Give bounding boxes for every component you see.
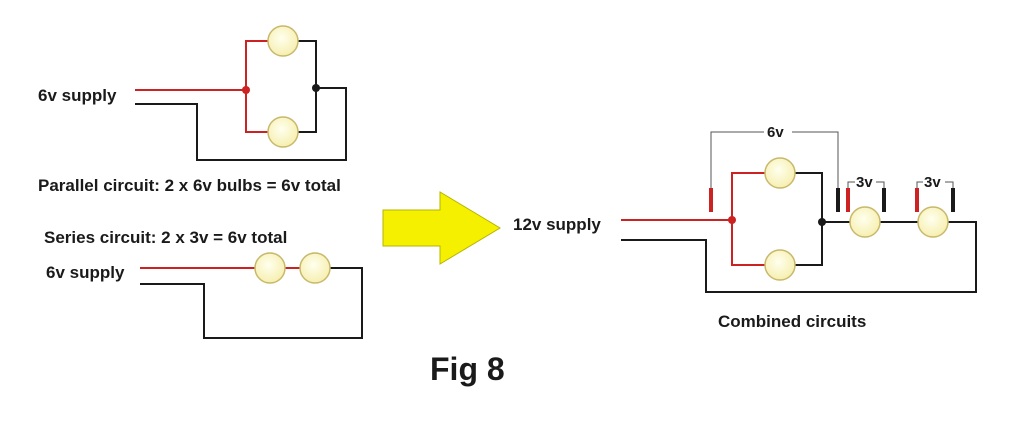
series-meter-1-lead-negative (876, 181, 885, 188)
combined-circuit: 12v supply 6v 3v 3v (513, 124, 977, 331)
voltmeter-probe-icon (709, 188, 713, 212)
parallel-circuit: 6v supply Parallel circuit: 2 x 6v bulbs… (38, 25, 347, 195)
parallel-junction-positive (242, 86, 250, 94)
parallel-positive-rail (245, 40, 268, 133)
series-supply-label: 6v supply (46, 263, 125, 282)
series-meter-2-lead-positive (916, 181, 923, 188)
parallel-meter-lead-positive (710, 131, 764, 188)
right-arrow-icon (382, 191, 501, 265)
voltmeter-probe-icon (846, 188, 850, 212)
light-bulb-icon (849, 206, 881, 238)
series-return-wire (140, 267, 363, 339)
series-meter-2-lead-negative (945, 181, 954, 188)
light-bulb-icon (267, 25, 299, 57)
series-meter-1-lead-positive (847, 181, 855, 188)
series-circuit: Series circuit: 2 x 3v = 6v total 6v sup… (44, 228, 363, 339)
light-bulb-icon (267, 116, 299, 148)
combined-parallel-negative-rail (795, 172, 823, 266)
combined-circuit-caption: Combined circuits (718, 312, 866, 331)
voltmeter-probe-icon (915, 188, 919, 212)
series-meter-1-label: 3v (856, 174, 873, 191)
combined-supply-label: 12v supply (513, 215, 601, 234)
light-bulb-icon (764, 157, 796, 189)
combined-junction-positive (728, 216, 736, 224)
combined-parallel-positive-rail (731, 172, 765, 266)
figure-label: Fig 8 (430, 351, 505, 387)
light-bulb-icon (917, 206, 949, 238)
parallel-junction-negative (312, 84, 320, 92)
parallel-meter-label: 6v (767, 124, 784, 141)
parallel-circuit-caption: Parallel circuit: 2 x 6v bulbs = 6v tota… (38, 176, 341, 195)
light-bulb-icon (299, 252, 331, 284)
parallel-meter-lead-negative (792, 131, 839, 188)
voltmeter-probe-icon (951, 188, 955, 212)
voltmeter-probe-icon (882, 188, 886, 212)
parallel-return-wire (135, 87, 347, 161)
light-bulb-icon (764, 249, 796, 281)
series-circuit-caption: Series circuit: 2 x 3v = 6v total (44, 228, 287, 247)
light-bulb-icon (254, 252, 286, 284)
parallel-supply-label: 6v supply (38, 86, 117, 105)
combined-junction-negative (818, 218, 826, 226)
combined-return-wire (621, 221, 977, 293)
voltmeter-probe-icon (836, 188, 840, 212)
series-meter-2-label: 3v (924, 174, 941, 191)
